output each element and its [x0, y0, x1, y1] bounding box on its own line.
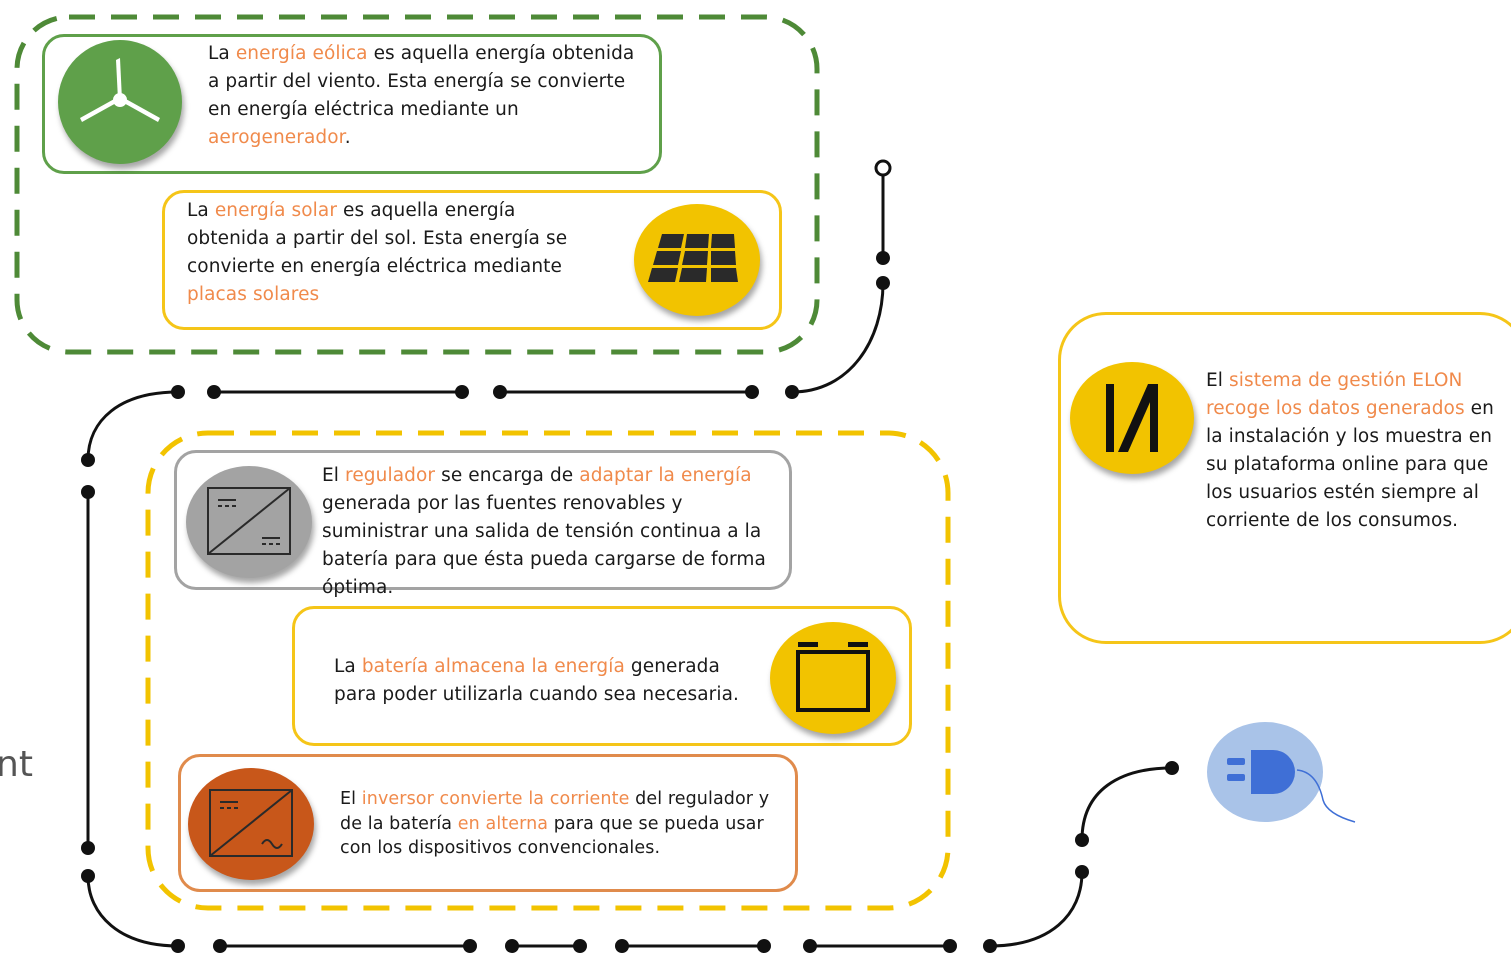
- connector-nodes: [81, 251, 1179, 953]
- inverter-icon: [188, 768, 314, 880]
- regulator-text: El regulador se encarga de adaptar la en…: [322, 465, 766, 598]
- dc-dc-converter-icon: [186, 466, 312, 578]
- wind-turbine-icon: [58, 40, 182, 164]
- cropped-text-fragment: nt: [0, 744, 33, 785]
- solar-energy-text: La energía solar es aquella energía obte…: [187, 200, 568, 305]
- wire-start-terminal: [874, 159, 892, 177]
- elon-text: El sistema de gestión ELON recoge los da…: [1206, 370, 1494, 531]
- inverter-text: El inversor convierte la corriente del r…: [340, 789, 770, 858]
- solar-panel-icon: [634, 204, 760, 316]
- connector-wire: [86, 168, 1173, 948]
- plug-icon: [1205, 720, 1357, 824]
- battery-text: La batería almacena la energía generada …: [334, 656, 740, 705]
- renewables-group-outline: [14, 14, 820, 355]
- storage-group-outline: [145, 430, 951, 911]
- battery-icon: [770, 622, 896, 734]
- wind-energy-text: La energía eólica es aquella energía obt…: [208, 43, 635, 148]
- elon-logo-icon: [1070, 362, 1194, 474]
